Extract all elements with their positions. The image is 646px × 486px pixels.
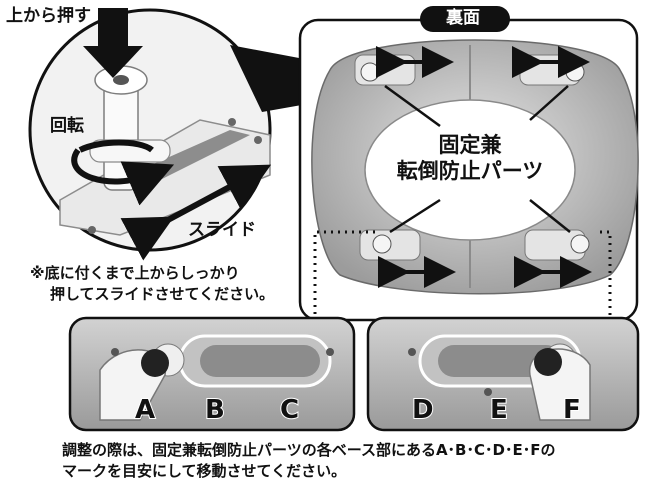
slide-arrow xyxy=(120,164,272,261)
callout-line-1: 固定兼 xyxy=(438,133,502,157)
post xyxy=(103,79,139,191)
mark-b: B xyxy=(204,394,226,426)
mark-c: C xyxy=(279,394,300,426)
mark-e: E xyxy=(489,394,509,426)
press-down-arrow xyxy=(83,8,143,78)
instruction-line-2: マークを目安にして移動させてください。 xyxy=(62,462,347,480)
callout-label: 固定兼 転倒防止パーツ xyxy=(395,132,545,184)
callout-line-2: 転倒防止パーツ xyxy=(396,159,544,183)
mark-f: F xyxy=(562,394,582,426)
slide-label: スライド xyxy=(188,220,256,240)
note-line-2: 押してスライドさせてください。 xyxy=(50,285,275,303)
zoom-detail-left xyxy=(28,8,352,261)
back-view-panel xyxy=(298,6,639,322)
detail-box-left xyxy=(68,316,356,432)
fixing-part-bottom-left xyxy=(359,229,421,261)
rotate-label: 回転 xyxy=(50,116,84,136)
back-side-label: 裏面 xyxy=(446,8,480,28)
note-line-1: ※底に付くまで上からしっかり xyxy=(30,264,240,282)
fixing-part-top-right xyxy=(519,54,585,86)
mark-d: D xyxy=(411,394,435,426)
detail-box-right xyxy=(366,316,640,432)
instruction-line-1: 調整の際は、固定兼転倒防止パーツの各ベース部にあるA･B･C･D･E･Fの xyxy=(62,441,556,459)
fixing-part-bottom-right xyxy=(524,229,590,261)
mark-a: A xyxy=(134,394,156,426)
back-side-tab xyxy=(420,6,510,32)
fixing-part-top-left xyxy=(354,54,416,86)
press-from-top-label: 上から押す xyxy=(6,6,91,26)
